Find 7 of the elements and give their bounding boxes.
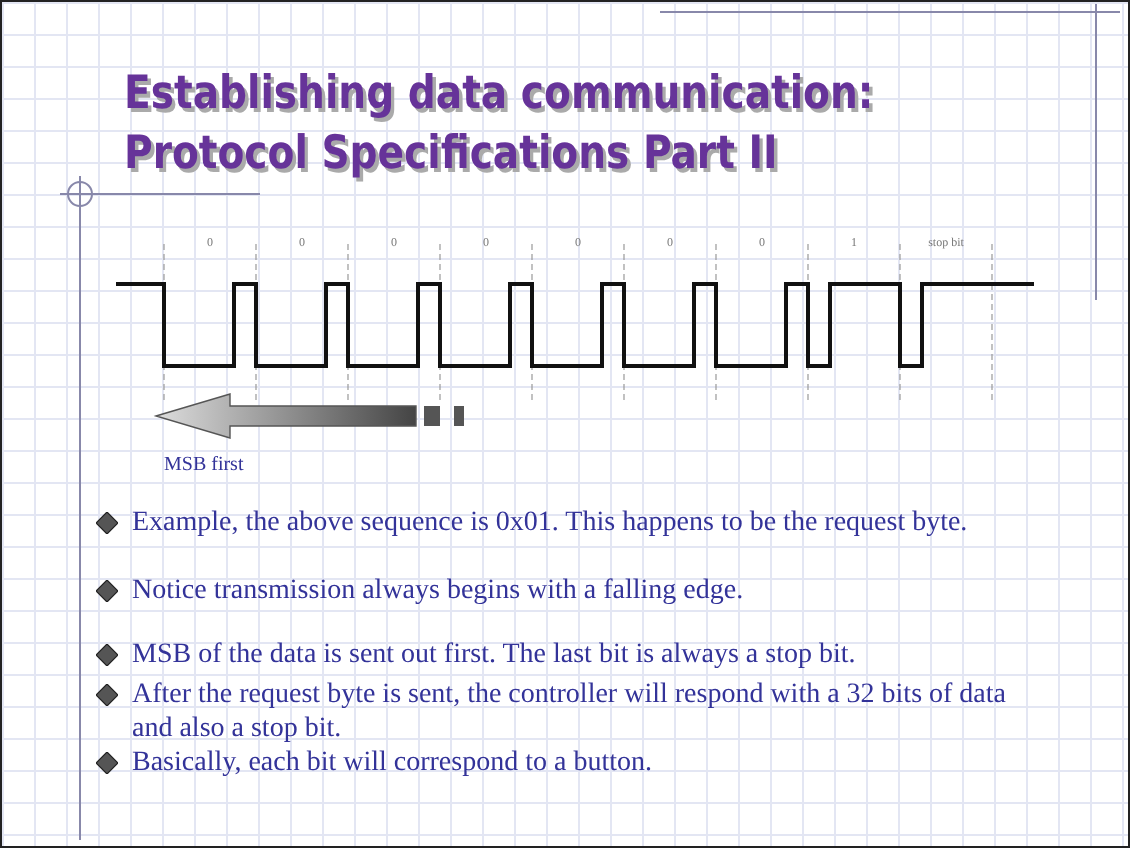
bullet-text: MSB of the data is sent out first. The last bit is always a stop bit. <box>132 638 858 672</box>
bullet-text: Notice transmission always begins with a falling edge. <box>132 574 746 608</box>
bullet-text: After the request byte is sent, the controller will respond with a 32 bits of data and also a stop bit. <box>132 678 1009 746</box>
bullet-text: Basically, each bit will correspond to a button. <box>132 746 654 780</box>
slide-title: Establishing data communication: Protocol Specifications Part II <box>124 66 876 184</box>
arrow-caption: MSB first <box>164 454 244 476</box>
bullet-text: Example, the above sequence is 0x01. This happens to be the request byte. <box>132 506 970 540</box>
